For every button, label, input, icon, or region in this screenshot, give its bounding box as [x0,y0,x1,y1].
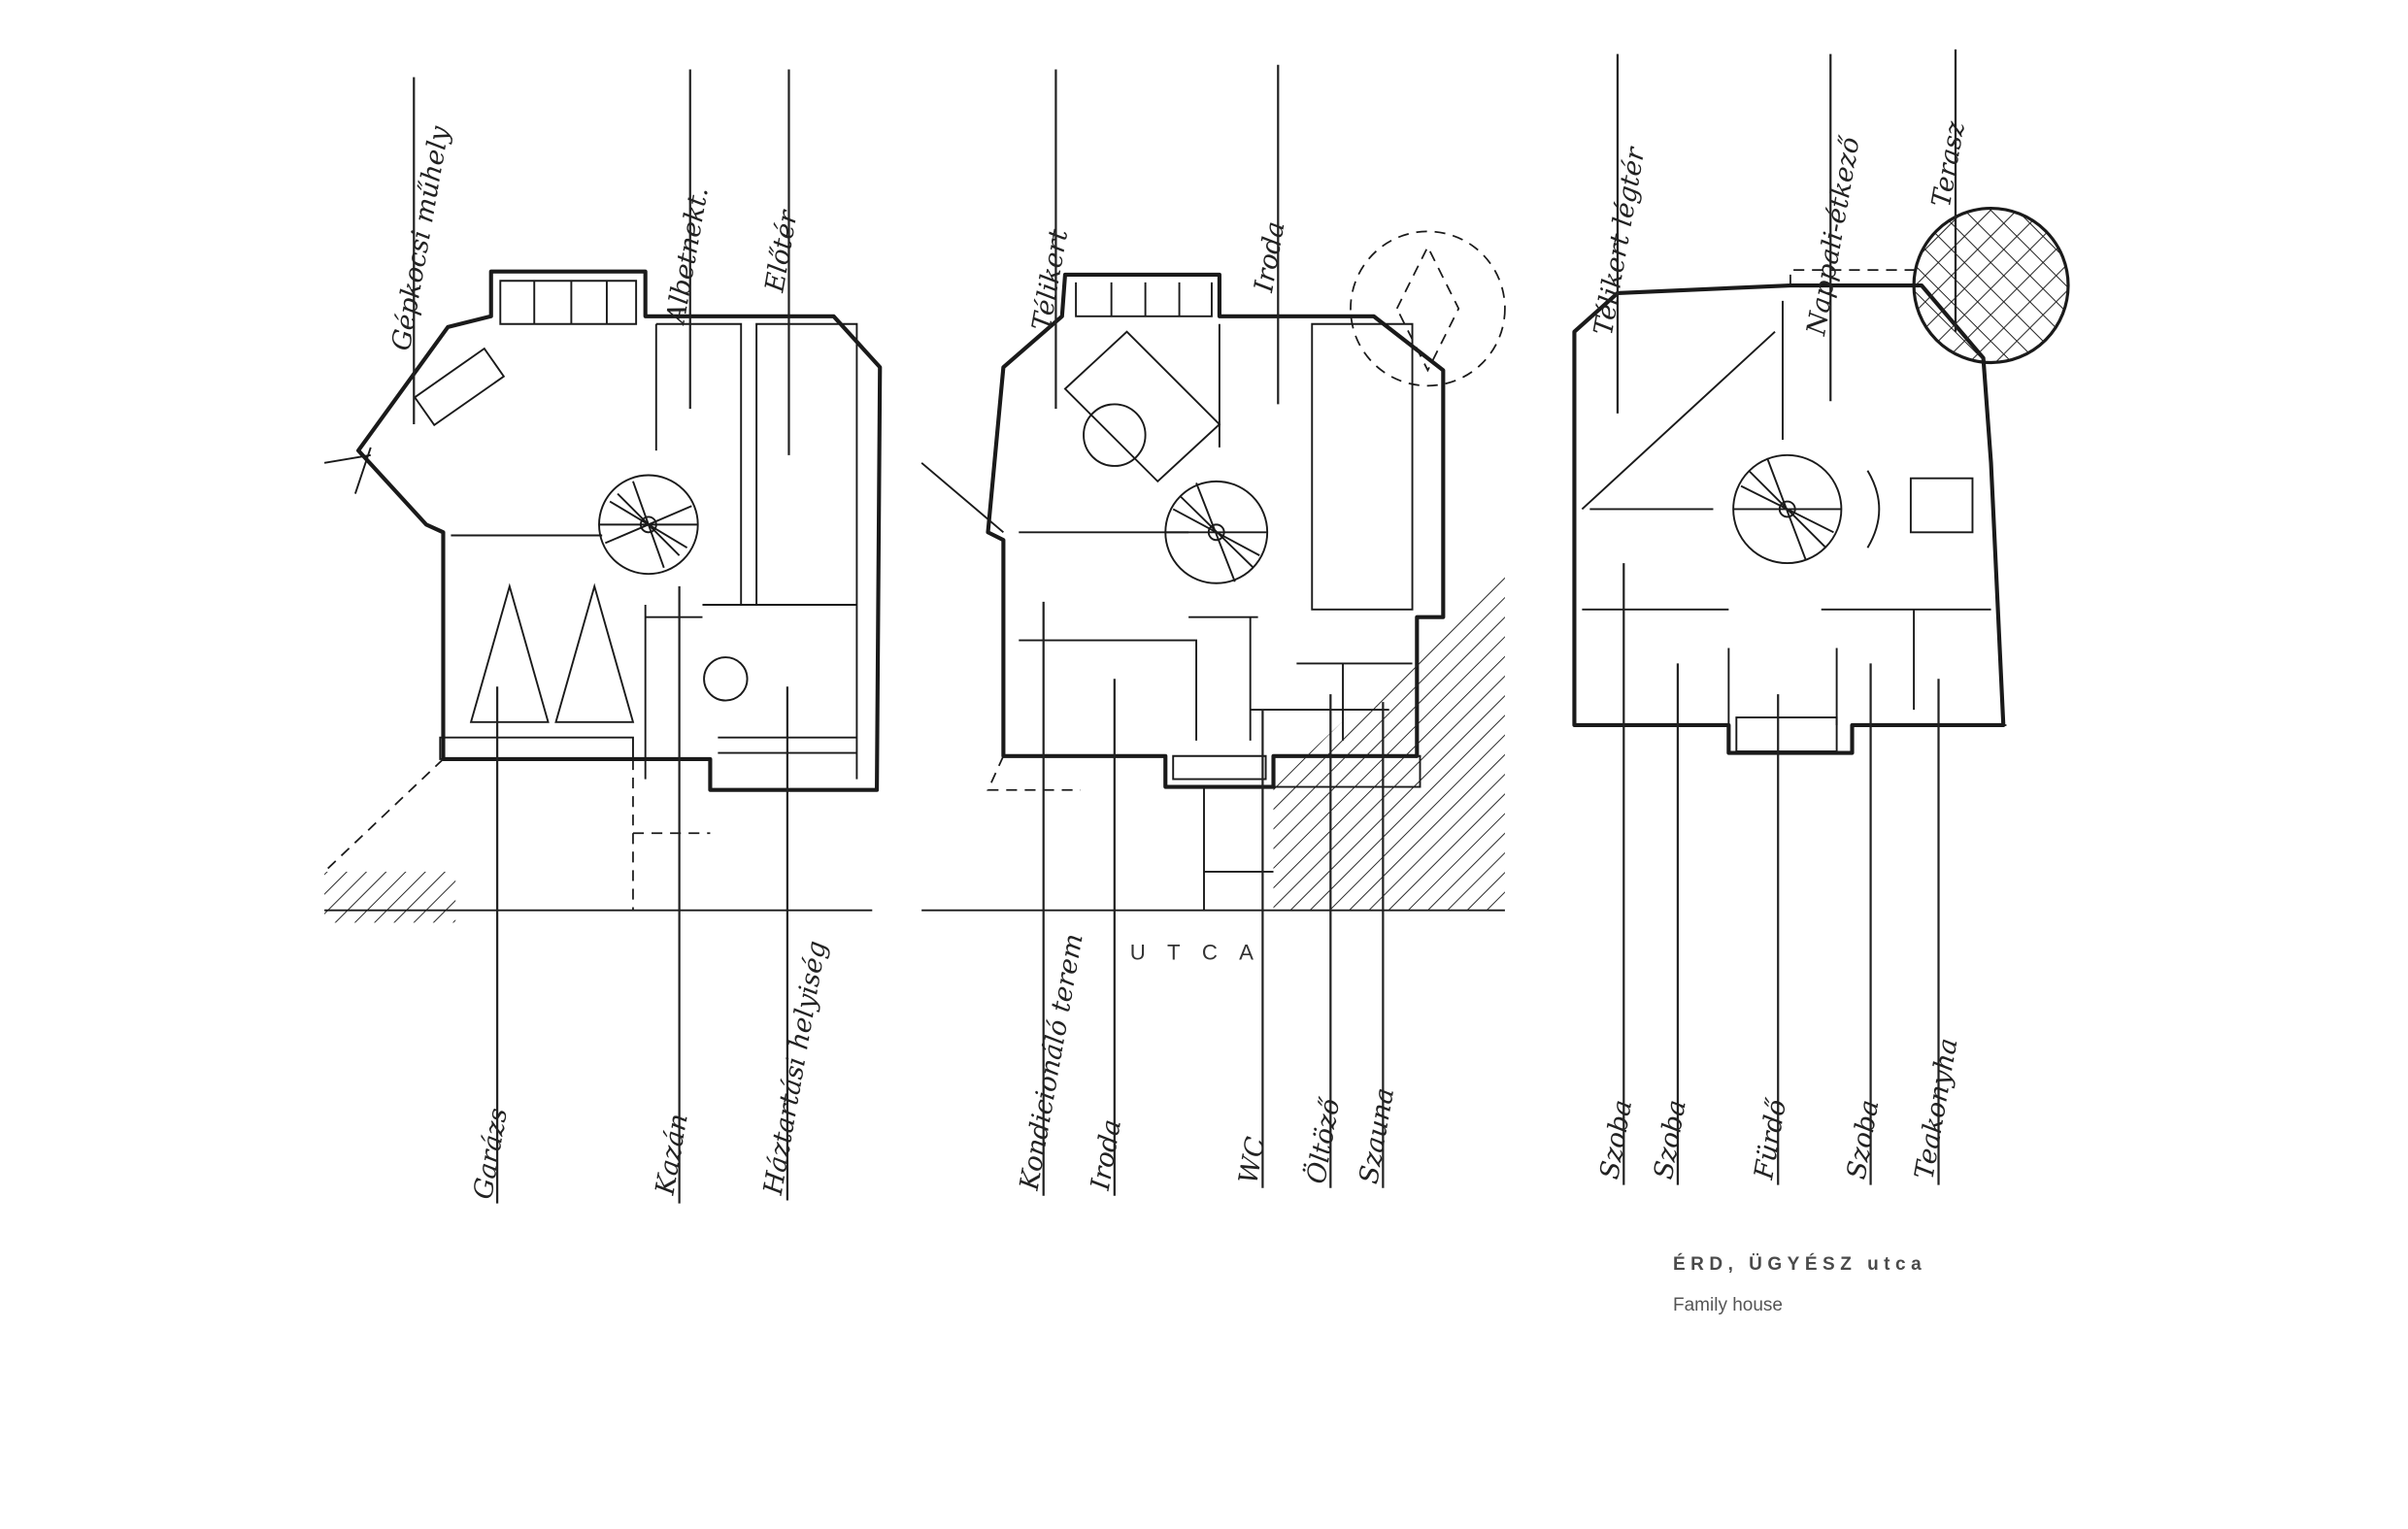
room-label: Télikert légtér [1589,144,1652,338]
street-label: UTCA [1130,941,1276,965]
room-label: Háztartási helyiség [758,939,833,1198]
room-label: Kazán [650,1112,693,1198]
room-label: Szoba [1649,1098,1692,1181]
room-label: Teakonyha [1910,1036,1964,1181]
room-label: Szauna [1354,1085,1400,1186]
room-label: Nappali-étkező [1801,133,1866,338]
room-label: Albetnekt. [660,184,715,328]
plan-ground-floor: UTCA [920,230,1506,965]
room-label: Gépkocsi műhely [386,123,455,352]
project-subtitle: Family house [1673,1295,1783,1315]
room-label: Szoba [1842,1098,1886,1181]
room-label: Kondicionáló terem [1015,932,1089,1194]
plan-upper-floor [1572,206,2070,755]
leader-lines [413,49,1957,1204]
room-label: Garázs [468,1106,514,1202]
room-label: Szoba [1594,1098,1638,1181]
plan-basement [323,269,883,923]
room-label: Terasz [1926,118,1971,210]
room-label: Télikert [1026,227,1074,333]
project-caption: ÉRD, ÜGYÉSZ utca Family house [1673,1254,1926,1316]
room-label: Fürdő [1749,1096,1792,1182]
project-title: ÉRD, ÜGYÉSZ utca [1673,1254,1927,1275]
room-label: Iroda [1086,1117,1127,1193]
room-label: Öltöző [1298,1094,1346,1186]
room-label: WC [1233,1134,1271,1185]
room-label: Előtér [759,207,804,295]
room-label: Iroda [1249,219,1290,295]
